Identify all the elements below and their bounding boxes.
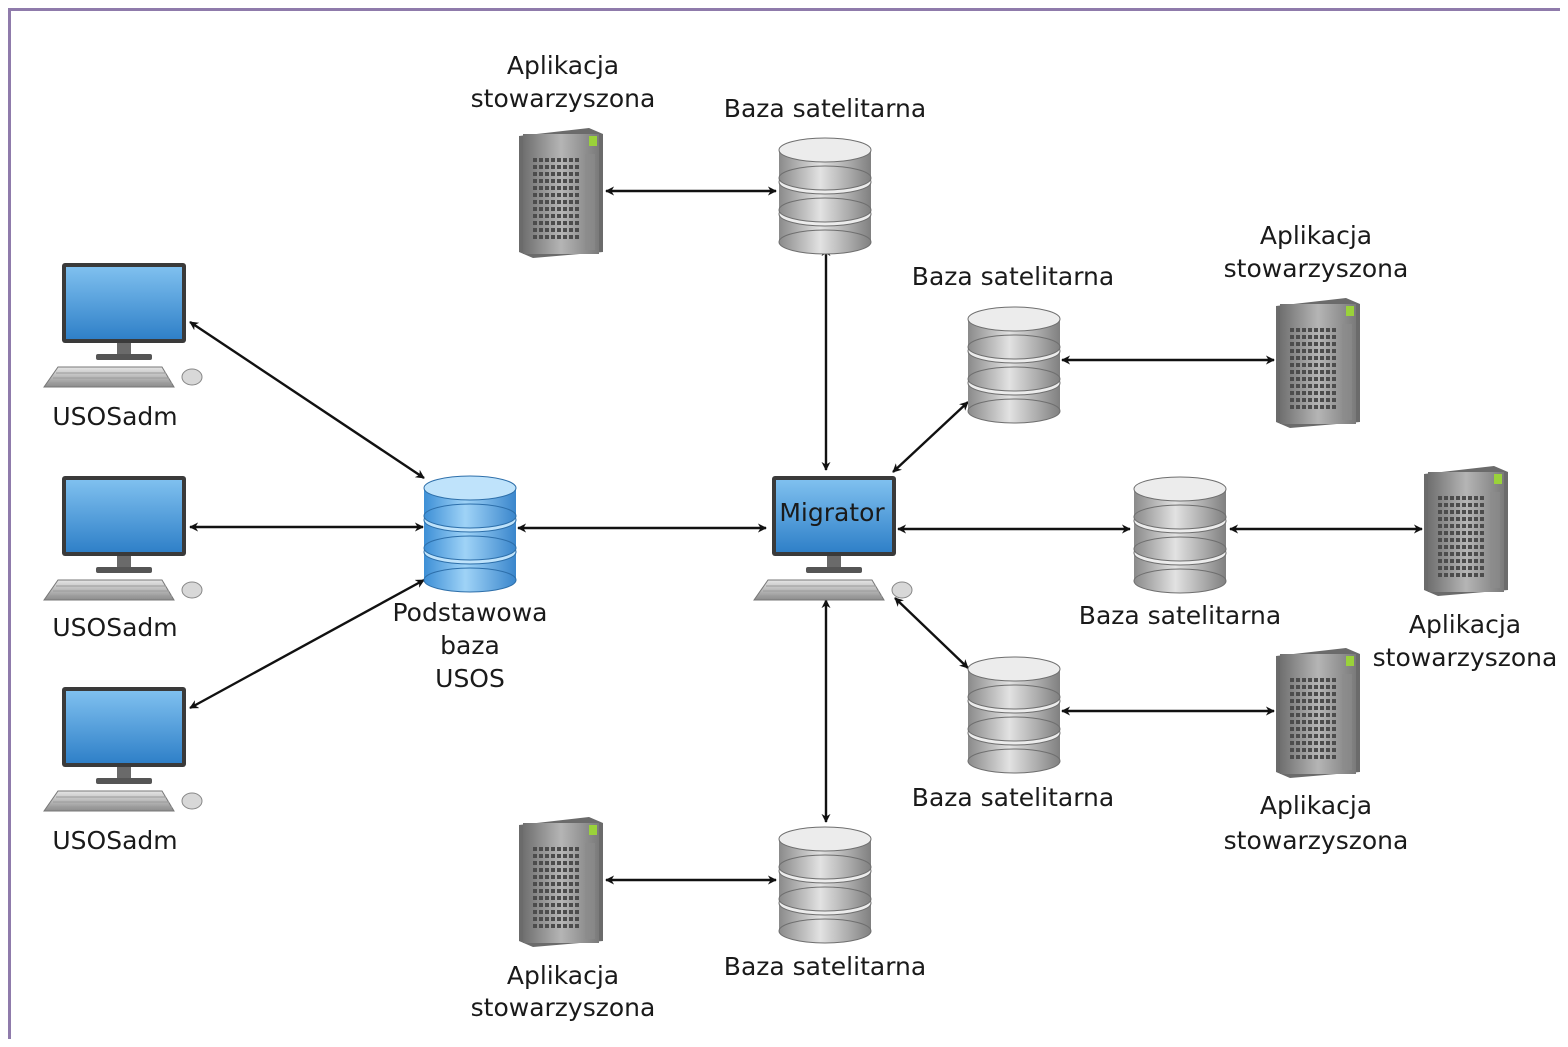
server-tower-icon — [1276, 298, 1360, 428]
migrator-label: Migrator — [779, 498, 885, 527]
database-icon — [423, 475, 517, 593]
arrow-pc3-main-db — [189, 578, 425, 710]
server-tower-icon — [519, 817, 603, 947]
arrow-pc1-main-db — [189, 321, 425, 479]
pc3-label: USOSadm — [52, 826, 177, 855]
database-icon — [778, 137, 872, 255]
migrator-monitor — [753, 476, 913, 601]
node-labels: USOSadm USOSadm USOSadm Podstawowa baza … — [52, 51, 1557, 1022]
sat-right-label: Baza satelitarna — [1079, 601, 1281, 630]
database-icon — [967, 306, 1061, 424]
migrator-node: Migrator — [753, 476, 913, 601]
database-icon — [778, 826, 872, 944]
desktop-computer-icon — [43, 687, 203, 812]
server-tower-icon — [519, 128, 603, 258]
server-tower-icon — [1276, 648, 1360, 778]
sat-top-label: Baza satelitarna — [724, 94, 926, 123]
app-top-label-line2: stowarzyszona — [471, 84, 656, 113]
sat-lower-right-label: Baza satelitarna — [912, 783, 1114, 812]
desktop-computer-icon — [43, 476, 203, 601]
desktop-computer-icon — [43, 263, 203, 388]
app-upper-right-label-line2: stowarzyszona — [1224, 254, 1409, 283]
main-db-label-line2: baza — [440, 631, 500, 660]
pc2-label: USOSadm — [52, 613, 177, 642]
app-top-label-line1: Aplikacja — [507, 51, 619, 80]
sat-bottom-label: Baza satelitarna — [724, 952, 926, 981]
app-lower-right-label-line2: stowarzyszona — [1224, 826, 1409, 855]
database-icon — [1133, 476, 1227, 594]
server-tower-icon — [1424, 466, 1508, 596]
database-icon — [967, 656, 1061, 774]
diagram-frame — [8, 8, 1560, 1039]
sat-upper-right-label: Baza satelitarna — [912, 262, 1114, 291]
arrow-migrator-sat-lower-right — [894, 597, 969, 669]
pc1-label: USOSadm — [52, 402, 177, 431]
app-right-label-line2: stowarzyszona — [1373, 643, 1558, 672]
app-upper-right-label-line1: Aplikacja — [1260, 221, 1372, 250]
app-bottom-label-line1: Aplikacja — [507, 961, 619, 990]
connection-arrows — [189, 186, 1423, 885]
app-lower-right-label-line1: Aplikacja — [1260, 791, 1372, 820]
arrow-migrator-sat-upper-right — [892, 401, 969, 473]
main-db-label-line3: USOS — [435, 664, 505, 693]
main-db-label-line1: Podstawowa — [392, 598, 547, 627]
app-right-label-line1: Aplikacja — [1409, 610, 1521, 639]
app-bottom-label-line2: stowarzyszona — [471, 993, 656, 1022]
desktop-computer-icon — [753, 476, 913, 601]
